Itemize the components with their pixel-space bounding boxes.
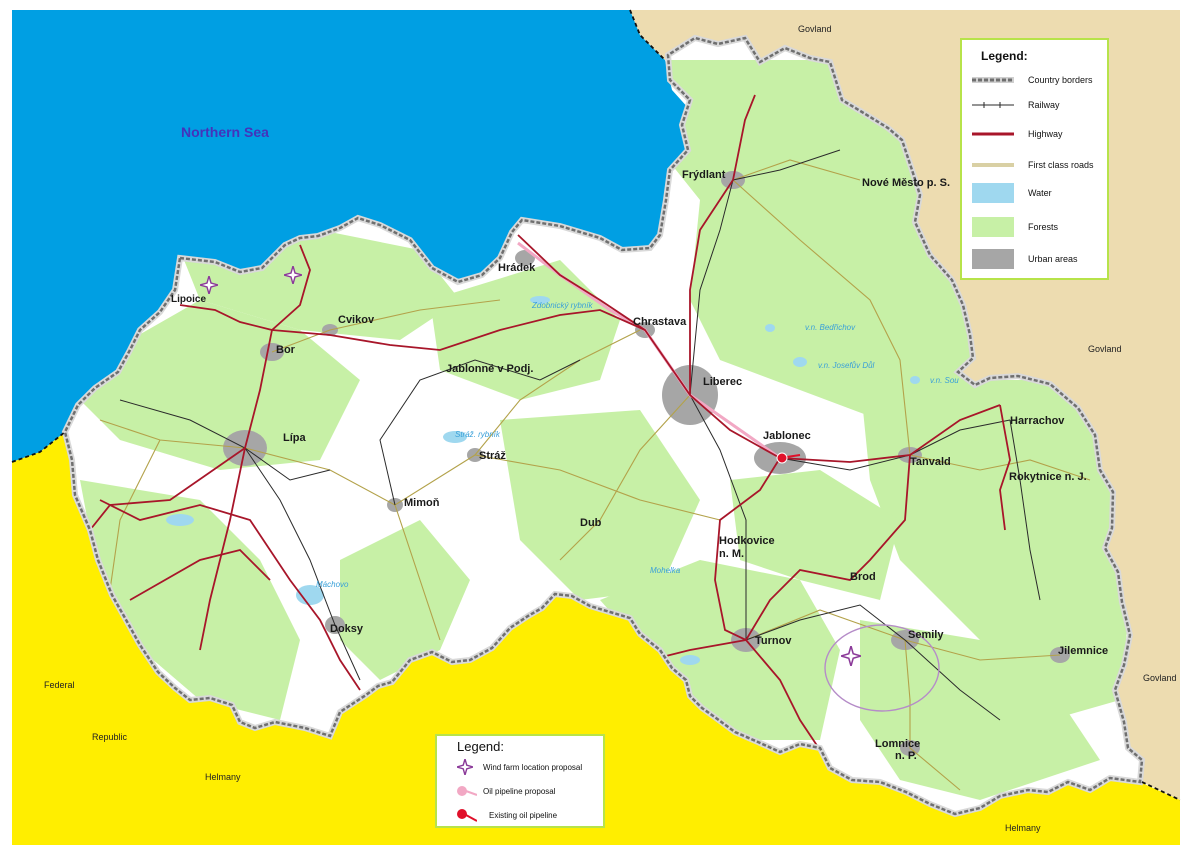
legend-proposals-title: Legend: [457,739,504,754]
town-label-brod: Brod [850,571,876,583]
water-layer [166,296,920,665]
town-label-cvikov: Cvikov [338,314,375,326]
town-label-lomnice-suffix: n. P. [895,750,917,762]
first-class-road-icon [972,155,1014,175]
town-label-semily: Semily [908,629,944,641]
oil-pipeline-proposal-icon [451,782,479,800]
town-label-harrachov: Harrachov [1010,415,1065,427]
legend-item-first-class-roads: First class roads [972,154,1094,176]
region-label-helmany-west: Helmany [205,772,241,782]
town-label-jilemnice: Jilemnice [1058,645,1109,657]
legend-label: Forests [1028,222,1059,232]
wind-farm-icon [451,758,479,776]
wind-farm-icon [284,266,302,284]
legend-item-existing-oil-pipeline: Existing oil pipeline [451,806,557,824]
legend-main: Legend: Country borders Railway Highway … [960,38,1109,280]
water-label-straz-rybnik: Stráž. rybník [455,430,500,439]
railway-line-icon [972,95,1014,115]
region-label-govland-east: Govland [1088,344,1122,354]
water-label-zdobnicky: Zdobnický rybník [532,301,593,310]
town-label-turnov: Turnov [755,635,792,647]
outer-border-north [629,9,666,61]
town-label-chrastava: Chrastava [633,316,687,328]
region-label-helmany-east: Helmany [1005,823,1041,833]
water-label-sou: v.n. Sou [930,376,959,385]
town-label-lipa: Lípa [283,432,306,444]
legend-label: Urban areas [1028,254,1078,264]
legend-item-oil-pipeline-proposal: Oil pipeline proposal [451,782,556,800]
legend-item-water: Water [972,182,1052,204]
town-label-jablonec: Jablonec [763,430,811,442]
town-label-lomnice: Lomnice [875,738,921,750]
town-label-jablonne: Jablonné v Podj. [446,363,534,375]
region-label-govland-southeast: Govland [1143,673,1177,683]
legend-label: Highway [1028,129,1063,139]
town-label-dub: Dub [580,517,602,529]
outer-border-west [11,431,66,463]
legend-label: Wind farm location proposal [483,762,583,772]
legend-main-title: Legend: [981,49,1028,63]
town-label-lipoice: Lipoice [171,294,207,305]
town-label-hradek: Hrádek [498,262,536,274]
existing-oil-pipeline-icon [451,806,479,824]
town-label-nove-mesto: Nové Město p. S. [862,177,951,189]
urban-swatch-icon [972,249,1014,269]
town-label-hodkovice-suffix: n. M. [719,548,745,560]
legend-item-highway: Highway [972,123,1063,145]
legend-label: First class roads [1028,160,1094,170]
town-label-mimon: Mimoň [404,497,440,509]
wind-farm-icon [200,276,218,294]
highway-line-icon [972,124,1014,144]
town-label-liberec: Liberec [703,376,743,388]
legend-item-forests: Forests [972,216,1058,238]
first-class-roads [99,159,1091,791]
outer-border-east [1141,781,1181,801]
legend-label: Existing oil pipeline [489,810,558,820]
legend-item-country-borders: Country borders [972,69,1093,91]
wind-farm-zone [824,624,940,712]
legend-label: Oil pipeline proposal [483,786,556,796]
legend-item-wind-farm: Wind farm location proposal [451,758,582,776]
town-label-tanvald: Tanvald [910,456,951,468]
helmany-area [12,432,1180,845]
town-label-hodkovice: Hodkovice [719,535,775,547]
legend-label: Country borders [1028,75,1093,85]
water-label-mohelka: Mohelka [650,566,681,575]
town-label-straz: Stráž [479,450,506,462]
northern-sea-area [12,10,690,462]
border-line-icon [972,70,1014,90]
town-label-rokytnice: Rokytnice n. J. [1009,471,1087,483]
legend-item-urban-areas: Urban areas [972,248,1078,270]
water-swatch-icon [972,183,1014,203]
town-label-doksy: Doksy [330,623,364,635]
region-label-federal: Federal [44,680,75,690]
highways [89,94,1011,751]
water-label-bedrichov: v.n. Bedřichov [805,323,856,332]
water-label-machovo: Máchovo [316,580,349,589]
legend-proposals: Legend: Wind farm location proposal Oil … [435,734,605,828]
water-label-josefuv-dul: v.n. Josefův Důl [818,361,875,370]
legend-label: Water [1028,188,1052,198]
town-label-frydlant: Frýdlant [682,169,726,181]
northern-sea-label: Northern Sea [181,124,269,140]
town-label-bor: Bor [276,344,295,356]
region-label-republic: Republic [92,732,128,742]
legend-item-railway: Railway [972,94,1060,116]
region-label-govland-north: Govland [798,24,832,34]
legend-label: Railway [1028,100,1060,110]
forest-swatch-icon [972,217,1014,237]
existing-oil-pipeline-marker [776,452,801,464]
wind-farm-icon [841,646,861,666]
